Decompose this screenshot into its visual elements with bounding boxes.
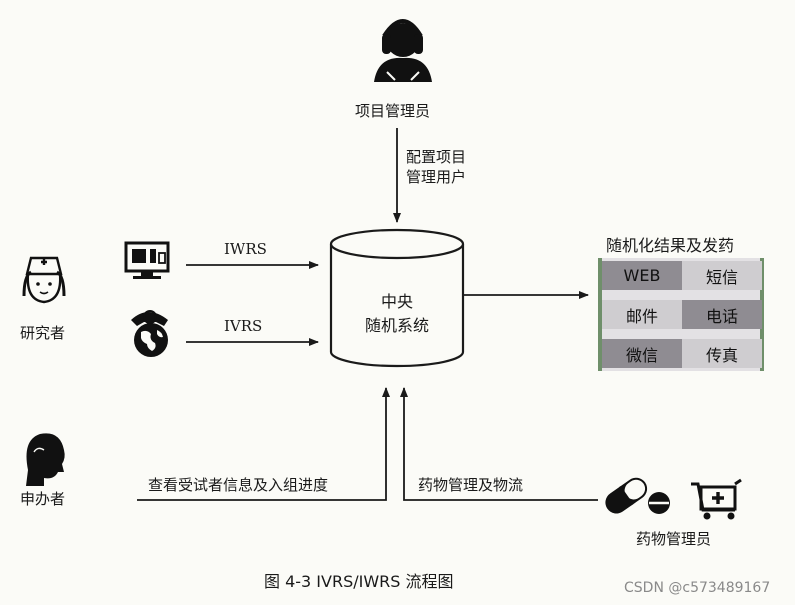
actor-researcher: 研究者 [20,324,66,342]
telephone-globe-icon [131,310,168,357]
channel-phone: 电话 [682,300,762,329]
head-profile-icon [26,433,65,486]
edge-label-config-line2: 管理用户 [406,168,467,186]
watermark: CSDN @c573489167 [624,580,771,596]
channel-fax: 传真 [682,339,762,368]
actor-drug-admin: 药物管理员 [636,530,712,548]
medicine-cart-icon [691,478,742,520]
central-system-line2: 随机系统 [364,316,429,335]
computer-monitor-icon [124,241,170,279]
channel-email: 邮件 [602,300,682,329]
central-system-label: 中央 随机系统 [331,290,463,338]
edge-label-config: 配置项目 管理用户 [406,147,466,187]
actor-sponsor: 申办者 [20,490,66,508]
central-database-cylinder [329,228,465,368]
channel-wechat: 微信 [602,339,682,368]
output-title: 随机化结果及发药 [606,236,735,255]
edge-label-ivrs: IVRS [224,317,263,335]
central-system-line1: 中央 [380,292,413,311]
channel-web: WEB [602,261,682,290]
actor-project-admin: 项目管理员 [355,102,431,120]
headset-person-icon [374,19,432,82]
edge-drug-admin [400,387,598,501]
edge-label-drug: 药物管理及物流 [418,476,524,494]
edge-label-iwrs: IWRS [224,240,267,258]
channel-sms: 短信 [682,261,762,290]
edge-label-sponsor: 查看受试者信息及入组进度 [148,476,329,494]
pill-capsule-icon [605,477,670,514]
edge-sponsor [137,387,390,501]
edge-label-config-line1: 配置项目 [406,148,467,166]
figure-caption: 图 4-3 IVRS/IWRS 流程图 [264,572,454,591]
nurse-icon [22,256,66,304]
